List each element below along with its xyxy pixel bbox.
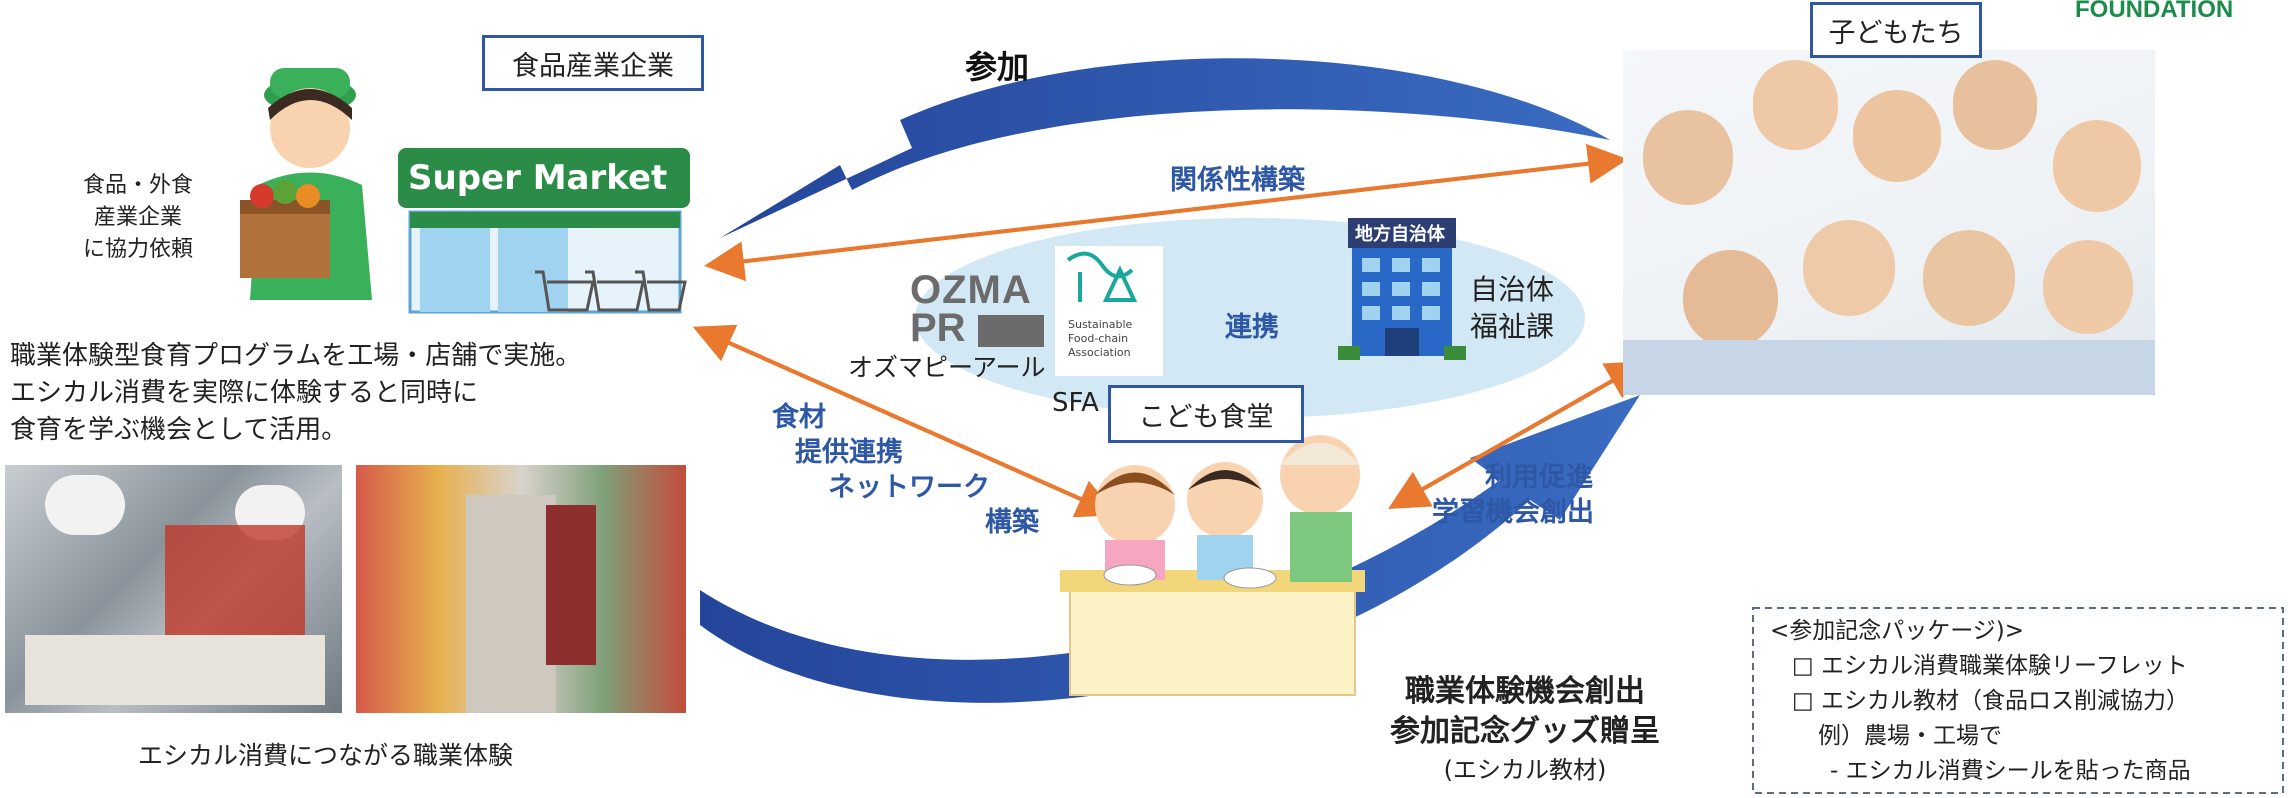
building-sign: 地方自治体	[1355, 224, 1445, 245]
package-box	[1752, 607, 2284, 794]
ozma-logo-line1: OZMA	[910, 268, 1032, 312]
relation-arrow-to-children	[711, 143, 1628, 267]
bottom-line2: 参加記念グッズ贈呈	[1390, 714, 1660, 749]
workshop-photo	[5, 465, 342, 713]
sanka-label: 参加	[965, 48, 1030, 86]
supermarket-illustration	[398, 148, 690, 314]
program-description: 職業体験型食育プログラムを工場・店舗で実施。 エシカル消費を実際に体験すると同時…	[10, 338, 581, 449]
jichitai-line1: 自治体	[1470, 273, 1555, 306]
request-box: 食品・外食 産業企業 に協力依頼	[58, 170, 218, 266]
sfa-label: SFA	[1052, 388, 1099, 418]
ozma-kana: オズマピーアール	[848, 353, 1046, 382]
jichitai-line2: 福祉課	[1470, 310, 1555, 343]
store-photo	[356, 465, 686, 713]
children-label: 子どもたち	[1810, 2, 1982, 58]
riyou-line2: 学習機会創出	[1432, 497, 1594, 528]
package-content: <参加記念パッケージ)> □ エシカル消費職業体験リーフレット □ エシカル教材…	[1770, 614, 2191, 789]
shopper-illustration	[240, 68, 372, 300]
shokuzai-line3: ネットワーク	[828, 472, 990, 503]
bottom-line1: 職業体験機会創出	[1405, 674, 1645, 709]
sfa-logo	[1055, 246, 1163, 376]
participation-arrow	[720, 58, 1610, 238]
request-line2: 産業企業	[93, 205, 182, 230]
riyou-line1: 利用促進	[1485, 462, 1593, 493]
request-line3: に協力依頼	[82, 237, 193, 262]
supermarket-sign: Super Market	[408, 158, 668, 198]
bottom-center-text: 職業体験機会創出 参加記念グッズ贈呈 (エシカル教材)	[1360, 672, 1690, 788]
bottom-line3: (エシカル教材)	[1443, 756, 1607, 784]
food-network-arrow-b	[699, 328, 1118, 518]
shokuzai-line4: 構築	[985, 507, 1039, 538]
sfa-logo-text1: Sustainable	[1068, 318, 1133, 331]
usage-arrow-b	[1388, 363, 1641, 509]
package-title: <参加記念パッケージ)>	[1770, 618, 2025, 644]
package-item1: □ エシカル消費職業体験リーフレット	[1792, 653, 2188, 679]
program-line2: エシカル消費を実際に体験すると同時に	[10, 378, 479, 408]
program-line3: 食育を学ぶ機会として活用。	[10, 415, 348, 445]
shokuzai-line1: 食材	[772, 402, 826, 433]
photo-caption: エシカル消費につながる職業体験	[138, 741, 514, 770]
municipality-building	[1338, 218, 1466, 360]
program-line1: 職業体験型食育プログラムを工場・店舗で実施。	[10, 341, 582, 371]
kodomo-shokudo-illustration	[1060, 435, 1365, 696]
renkei-label: 連携	[1225, 312, 1279, 343]
ozma-logo-line2: PR	[910, 306, 966, 350]
package-item3: 例）農場・工場で	[1818, 723, 2002, 749]
request-line1: 食品・外食	[82, 173, 193, 198]
package-item2: □ エシカル教材（食品ロス削減協力）	[1792, 688, 2190, 714]
kankeisei-label: 関係性構築	[1170, 165, 1305, 196]
foundation-logo: FOUNDATION	[2075, 0, 2234, 23]
sfa-logo-text3: Association	[1068, 346, 1131, 359]
kodomo-shokudo-label: こども食堂	[1108, 385, 1304, 443]
ozma-pr-bar	[978, 315, 1044, 347]
package-item4: - エシカル消費シールを貼った商品	[1830, 758, 2191, 784]
shokuzai-line2: 提供連携	[795, 437, 903, 468]
food-industry-label: 食品産業企業	[482, 35, 704, 91]
children-photo	[1623, 50, 2155, 395]
sfa-logo-text2: Food-chain	[1068, 332, 1129, 345]
